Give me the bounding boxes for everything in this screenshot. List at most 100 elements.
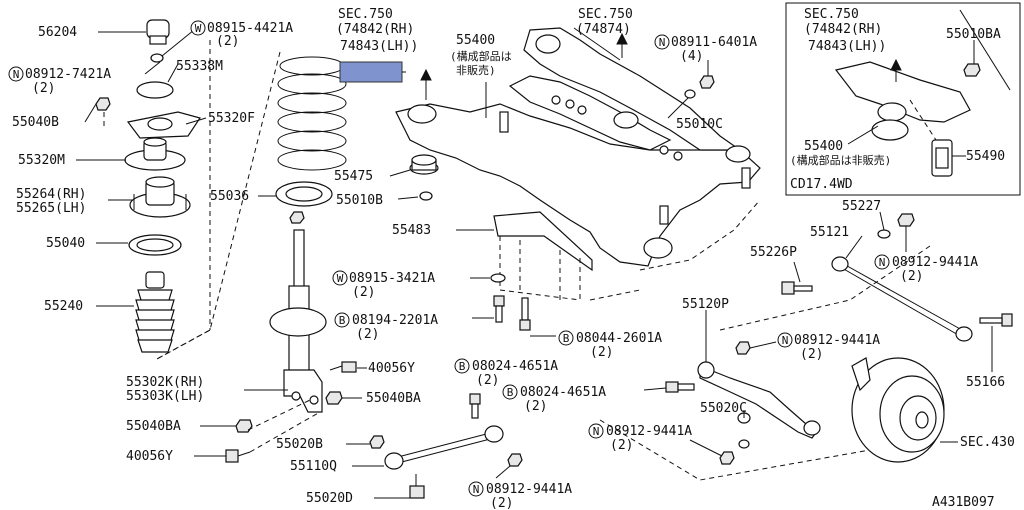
mark-B-08194-2201A: B xyxy=(334,312,350,328)
part-08044-2601A xyxy=(519,297,531,331)
svg-text:N: N xyxy=(473,483,480,496)
label-08912-9441A-a: 08912-9441A xyxy=(486,482,572,497)
label-55040BA-a: 55040BA xyxy=(366,391,421,406)
label-55226P: 55226P xyxy=(750,245,797,260)
label-08915-4421A: 08915-4421A xyxy=(207,21,293,36)
mark-B-08044-2601A: B xyxy=(558,330,574,346)
part-40056Y-b xyxy=(225,449,251,463)
mark-W-08915-3421A: W xyxy=(332,270,348,286)
label-55240: 55240 xyxy=(44,299,83,314)
label-sec750-b: SEC.750 xyxy=(578,7,633,22)
label-55121: 55121 xyxy=(810,225,849,240)
label-inset-rh: (74842(RH) xyxy=(804,22,882,37)
part-55475 xyxy=(409,154,439,175)
label-inset-55400: 55400 xyxy=(804,139,843,154)
part-coil-spring xyxy=(277,56,347,171)
mark-B-08024-4651A-a: B xyxy=(454,358,470,374)
arrow-up-icon-b xyxy=(616,32,628,58)
part-08024-4651A-b xyxy=(665,381,695,393)
svg-text:W: W xyxy=(195,22,202,35)
part-08915-3421A xyxy=(490,273,506,283)
part-08912-9441A-a xyxy=(507,453,523,467)
label-55010B: 55010B xyxy=(336,193,383,208)
label-55400-note2: 非販売) xyxy=(456,64,496,77)
label-55302K: 55302K(RH) xyxy=(126,375,204,390)
mark-B-08024-4651A-b: B xyxy=(502,384,518,400)
label-08912-9441A-b: 08912-9441A xyxy=(794,333,880,348)
part-55240 xyxy=(135,271,175,353)
part-56204 xyxy=(146,19,170,45)
label-08194-2201A-qty: (2) xyxy=(356,327,379,342)
part-08911-6401A xyxy=(699,75,715,89)
label-sec750-a: SEC.750 xyxy=(338,7,393,22)
part-55020D xyxy=(409,474,425,499)
label-55166: 55166 xyxy=(966,375,1005,390)
label-40056Y-b: 40056Y xyxy=(126,449,173,464)
svg-text:B: B xyxy=(507,386,514,399)
label-08024-4651A-b-qty: (2) xyxy=(524,399,547,414)
part-08912-9441A-c xyxy=(719,451,735,465)
part-55010B xyxy=(419,191,433,201)
mark-N-08911-6401A: N xyxy=(654,34,670,50)
label-inset-model: CD17.4WD xyxy=(790,177,853,192)
label-08912-9441A-c-qty: (2) xyxy=(610,438,633,453)
part-55338M xyxy=(136,81,174,99)
inset-arrow-up-icon xyxy=(890,58,902,82)
part-08912-7421A xyxy=(150,53,164,63)
label-08911-6401A-qty: (4) xyxy=(680,49,703,64)
labels: 56204 08915-4421A (2) 08912-7421A (2) 55… xyxy=(12,7,1015,510)
part-08024-4651A-a xyxy=(469,393,481,419)
label-sec750-a-rh: (74842(RH) xyxy=(336,22,414,37)
mark-N-08912-9441A-c: N xyxy=(588,423,604,439)
label-08912-9441A-c: 08912-9441A xyxy=(606,424,692,439)
label-inset-55010BA: 55010BA xyxy=(946,27,1001,42)
inset-drawing xyxy=(834,9,1011,177)
part-08912-9441A-b xyxy=(735,341,751,355)
label-55040: 55040 xyxy=(46,236,85,251)
label-sec750-a-lh: 74843(LH)) xyxy=(340,39,418,54)
svg-text:N: N xyxy=(13,68,20,81)
part-55040BA-a xyxy=(325,391,343,405)
label-08915-4421A-qty: (2) xyxy=(216,34,239,49)
strut-assembly xyxy=(76,19,367,463)
mark-N-08912-9441A-a: N xyxy=(468,481,484,497)
label-55320F: 55320F xyxy=(208,111,255,126)
label-inset-55400-note: (構成部品は非販売) xyxy=(790,153,891,167)
mark-N-08912-9441A-d: N xyxy=(874,254,890,270)
label-08912-9441A-d-qty: (2) xyxy=(900,269,923,284)
label-55303K: 55303K(LH) xyxy=(126,389,204,404)
label-40056Y-a: 40056Y xyxy=(368,361,415,376)
label-inset-55490: 55490 xyxy=(966,149,1005,164)
label-08912-9441A-d: 08912-9441A xyxy=(892,255,978,270)
label-08194-2201A: 08194-2201A xyxy=(352,313,438,328)
label-sec750-b-num: (74874) xyxy=(576,22,631,37)
label-55264RH: 55264(RH) xyxy=(16,187,86,202)
part-55020B xyxy=(369,435,385,449)
label-08024-4651A-a-qty: (2) xyxy=(476,373,499,388)
label-08024-4651A-a: 08024-4651A xyxy=(472,359,558,374)
label-08912-9441A-a-qty: (2) xyxy=(490,496,513,510)
part-55483 xyxy=(493,211,593,301)
label-08044-2601A: 08044-2601A xyxy=(576,331,662,346)
label-55020C: 55020C xyxy=(700,401,747,416)
label-55020D: 55020D xyxy=(306,491,353,506)
label-55227: 55227 xyxy=(842,199,881,214)
label-inset-sec750: SEC.750 xyxy=(804,7,859,22)
part-55264-55265 xyxy=(129,176,191,218)
svg-text:B: B xyxy=(563,332,570,345)
label-08912-9441A-b-qty: (2) xyxy=(800,347,823,362)
label-08915-3421A-qty: (2) xyxy=(352,285,375,300)
label-55110Q: 55110Q xyxy=(290,459,337,474)
label-56204: 56204 xyxy=(38,25,77,40)
svg-text:B: B xyxy=(339,314,346,327)
svg-text:N: N xyxy=(879,256,886,269)
part-55040B xyxy=(95,97,111,111)
label-55400: 55400 xyxy=(456,33,495,48)
label-08024-4651A-b: 08024-4651A xyxy=(520,385,606,400)
label-08912-7421A: 08912-7421A xyxy=(25,67,111,82)
part-hub-sec430 xyxy=(851,357,945,463)
mark-W-08915-4421A: W xyxy=(190,20,206,36)
label-sec430: SEC.430 xyxy=(960,435,1015,450)
part-55227 xyxy=(877,229,891,239)
